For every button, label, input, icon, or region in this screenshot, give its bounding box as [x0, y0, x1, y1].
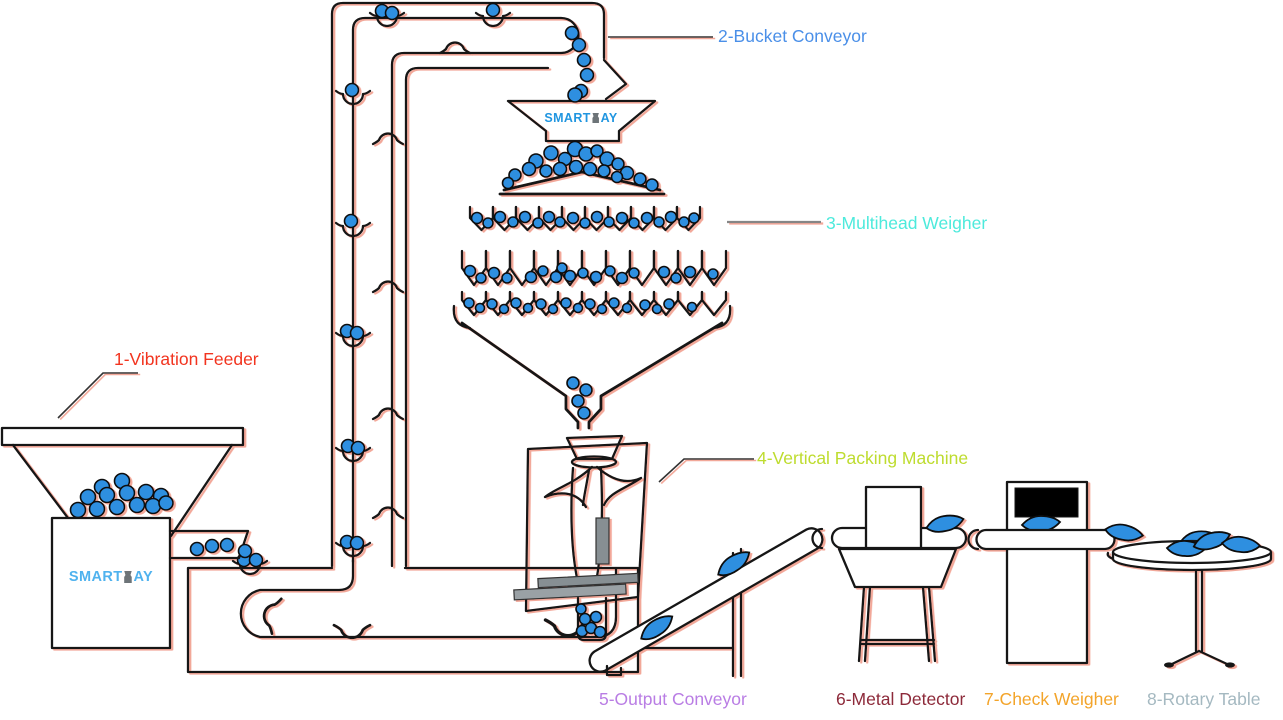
bag-product-pieces — [575, 603, 607, 639]
rotary-table — [1111, 527, 1273, 668]
pool-hopper-product — [470, 210, 700, 229]
conveyor-bottom-loop — [239, 558, 618, 639]
front-seal-jaw — [513, 583, 627, 601]
conveyor-foot — [605, 664, 623, 677]
leader-packing-machine — [658, 458, 754, 483]
feeder-tray — [0, 426, 245, 447]
belt-gap-cap — [811, 527, 824, 550]
brand-logo-hopper: SMART AY — [539, 111, 623, 125]
brand-logo-base-box: SMART AY — [56, 569, 166, 585]
bucket-full-row — [231, 11, 512, 576]
belt-gap-cap — [967, 528, 980, 551]
brand-logo-prefix: SMART — [68, 569, 123, 585]
weigh-hopper-product — [463, 262, 719, 285]
conveyor-belt-ascending — [351, 16, 563, 564]
feeder-product-pieces — [69, 472, 174, 519]
label-multihead-weigher: 3-Multihead Weigher — [826, 213, 988, 233]
bucket-empty-row — [258, 41, 593, 640]
discharge-hopper-product — [463, 297, 698, 315]
label-check-weigher: 7-Check Weigher — [984, 689, 1119, 709]
feeder-funnel — [11, 443, 234, 538]
funnel-product-pieces — [566, 376, 593, 420]
inclined-belt — [588, 527, 824, 673]
forming-shoulder — [543, 465, 643, 509]
film-sheet — [524, 441, 649, 613]
metal-detector — [811, 485, 968, 663]
forming-collar — [570, 455, 618, 469]
label-output-conveyor: 5-Output Conveyor — [599, 689, 747, 709]
back-seal-jaw — [537, 572, 639, 589]
feeder-base-box — [50, 516, 172, 650]
conveyor-product-pieces — [236, 2, 595, 568]
table-legs — [1170, 649, 1229, 666]
leader-lines — [57, 36, 821, 483]
label-rotary-table: 8-Rotary Table — [1147, 689, 1261, 709]
conveyor-discharge-chute — [602, 58, 628, 101]
brand-logo-prefix: SMART — [544, 111, 591, 125]
table-foot — [1164, 662, 1174, 668]
detector-legs — [857, 585, 937, 663]
output-conveyor — [588, 527, 824, 678]
brand-logo-suffix: AY — [133, 569, 154, 585]
multihead-weigher — [452, 87, 732, 430]
conveyor-outer-frame — [330, 1, 606, 568]
label-metal-detector: 6-Metal Detector — [836, 689, 966, 709]
conveyor-inner-guard — [404, 66, 550, 568]
vertical-seal-bar — [595, 517, 610, 565]
weigher-icon — [124, 570, 132, 584]
check-weigher-belt — [975, 528, 1116, 551]
conveyor-belt-return — [390, 51, 563, 568]
check-weigher — [967, 480, 1146, 665]
bucket-conveyor — [186, 1, 640, 674]
chute-product-pieces — [189, 537, 253, 559]
dispersion-product-pieces — [501, 140, 659, 192]
leader-vibration-feeder — [57, 372, 138, 419]
display-screen — [1014, 487, 1079, 518]
table-foot — [1225, 662, 1235, 668]
label-bucket-conveyor: 2-Bucket Conveyor — [718, 26, 867, 46]
label-vibration-feeder: 1-Vibration Feeder — [114, 349, 259, 369]
label-vertical-packing-machine: 4-Vertical Packing Machine — [757, 448, 969, 468]
weigher-icon — [592, 112, 599, 124]
detector-head — [864, 485, 923, 550]
collecting-funnel — [460, 321, 724, 430]
vibration-feeder — [0, 426, 253, 650]
dispersion-cone — [498, 170, 666, 196]
table-pedestal — [1194, 561, 1204, 653]
detector-body — [837, 547, 958, 589]
vertical-packing-machine — [513, 434, 649, 642]
finished-bag-outline — [576, 596, 608, 642]
weigher-top-hopper — [506, 99, 657, 143]
brand-logo-suffix: AY — [600, 111, 618, 125]
